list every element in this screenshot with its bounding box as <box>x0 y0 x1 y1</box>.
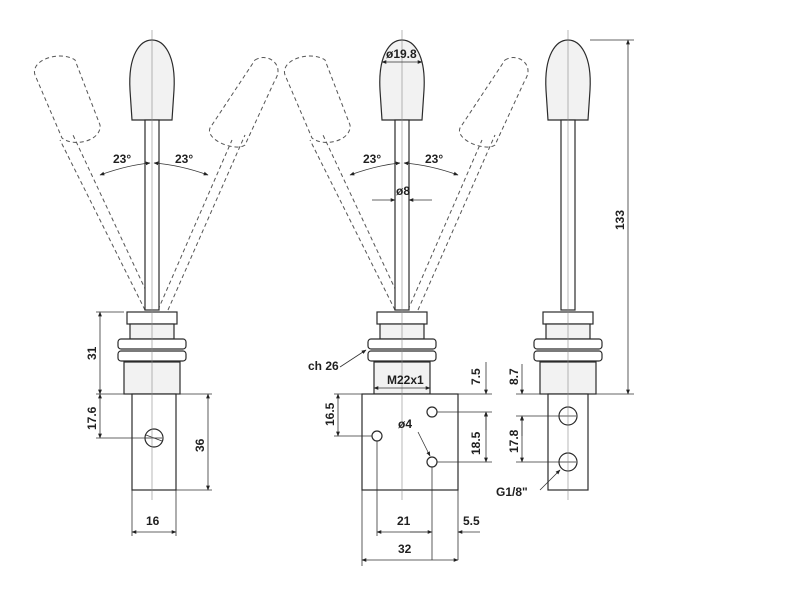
dim-21: 21 <box>397 514 411 528</box>
angle-arc-left-1 <box>99 161 151 176</box>
hole-diameter-label: ø4 <box>398 417 412 431</box>
valve-block-2 <box>361 393 459 491</box>
mount-hole-3 <box>426 456 438 468</box>
mount-hole-1 <box>371 430 383 442</box>
angle-label-right-2: 23° <box>425 152 443 166</box>
angle-label-right-1: 23° <box>175 152 193 166</box>
dim-7-5: 7.5 <box>469 368 483 385</box>
angle-label-left-2: 23° <box>363 152 381 166</box>
mount-hole-2 <box>426 406 438 418</box>
dim-36: 36 <box>193 438 207 452</box>
dim-32: 32 <box>398 542 412 556</box>
angle-arc-right-1 <box>153 161 209 176</box>
lever-ghost-left-2 <box>284 55 406 311</box>
dims-view-2: 16.5 7.5 18.5 21 5.5 32 <box>323 362 492 566</box>
angle-arc-left-2 <box>349 161 401 176</box>
lever-ghost-right <box>157 57 279 311</box>
port-label: G1/8" <box>496 485 528 499</box>
rod-diameter-label: ø8 <box>396 184 410 198</box>
dim-5-5: 5.5 <box>463 514 480 528</box>
front-view <box>34 30 279 500</box>
dims-view-3: 133 8.7 17.8 G1/8" <box>496 39 634 499</box>
angle-arc-right-2 <box>403 161 459 176</box>
dim-16: 16 <box>146 514 160 528</box>
dim-17-8: 17.8 <box>507 429 521 453</box>
right-view <box>533 30 603 500</box>
dim-31: 31 <box>85 346 99 360</box>
dim-17-6: 17.6 <box>85 406 99 430</box>
thread-label: M22x1 <box>387 373 424 387</box>
dim-18-5: 18.5 <box>469 431 483 455</box>
lever-ghost-left <box>34 55 156 311</box>
knob-diameter-label: ø19.8 <box>386 47 417 61</box>
dim-133: 133 <box>613 210 627 230</box>
hex-label: ch 26 <box>308 359 339 373</box>
dim-16-5: 16.5 <box>323 402 337 426</box>
angle-label-left-1: 23° <box>113 152 131 166</box>
dims-view-1: 31 17.6 36 16 <box>85 311 212 536</box>
dim-8-7: 8.7 <box>507 368 521 385</box>
lever-ghost-right-2 <box>407 57 529 311</box>
